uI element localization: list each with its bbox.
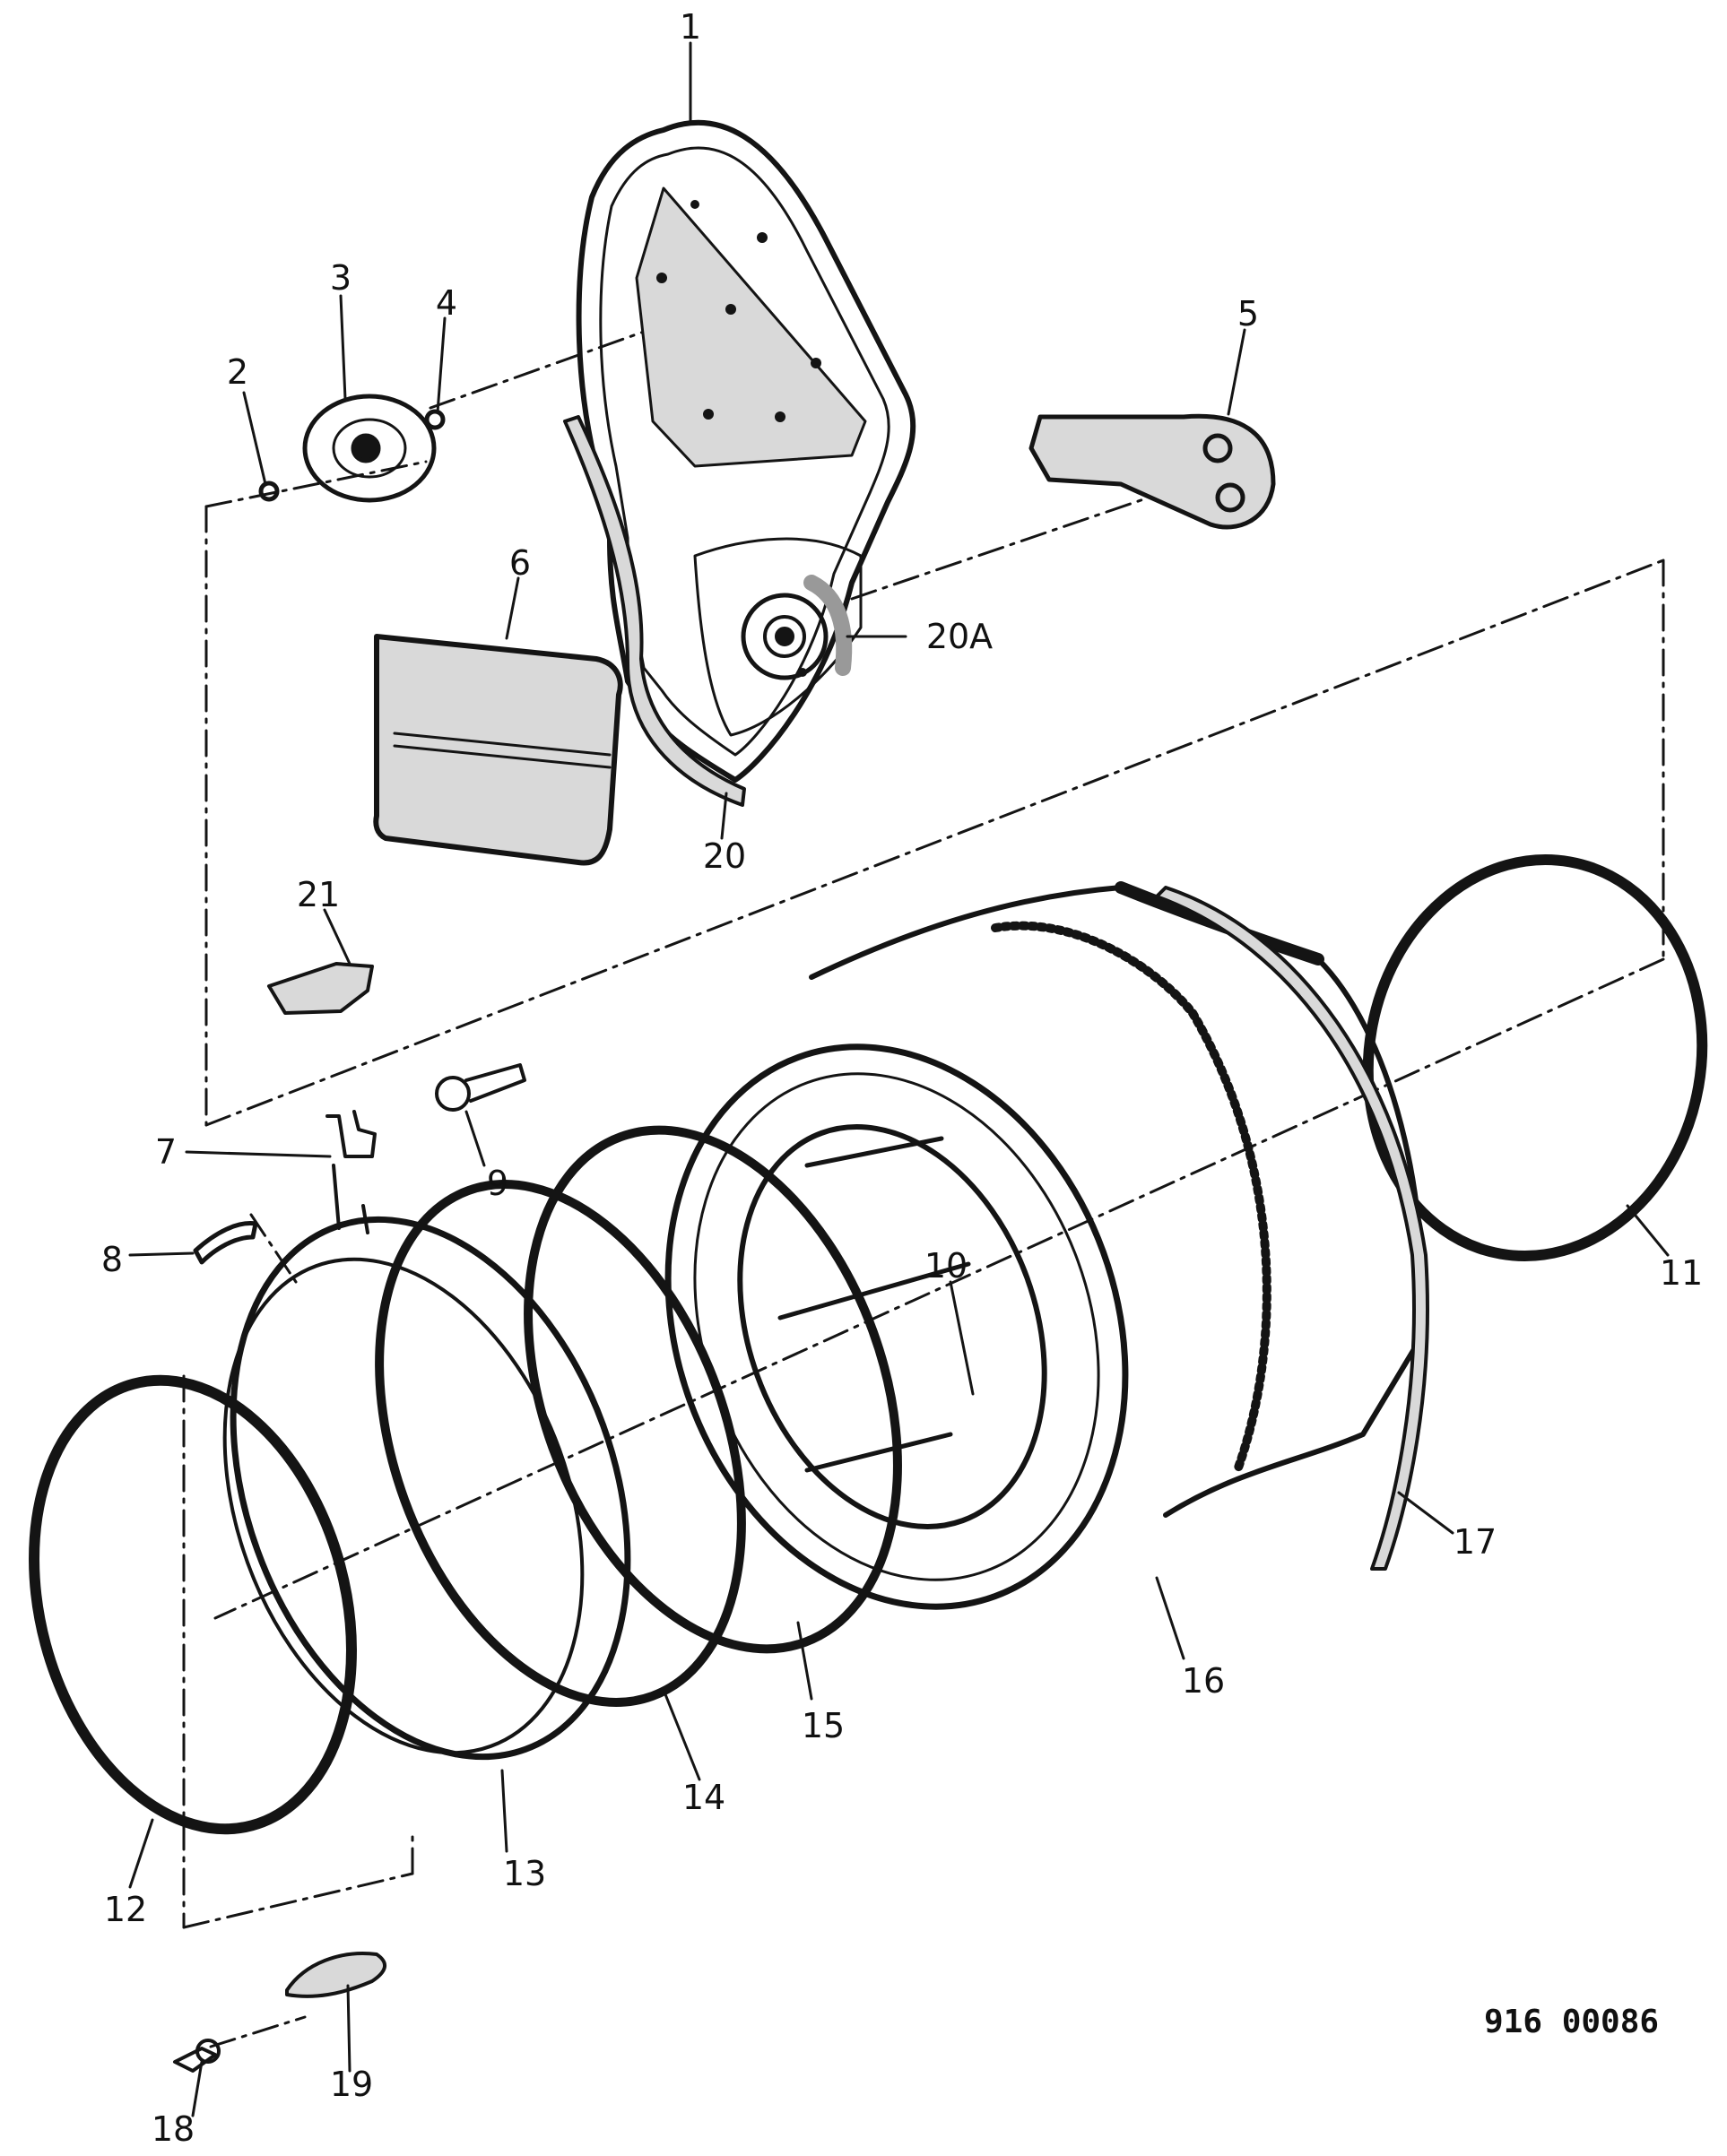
callout-13: 13 (502, 1854, 547, 1893)
part-12-door-seal (29, 1374, 357, 1835)
part-20-seal-strip (563, 415, 746, 807)
part-8-clip (193, 1221, 258, 1265)
part-2-washer (258, 481, 280, 502)
callout-2: 2 (226, 352, 249, 392)
part-21-bracket (267, 962, 374, 1015)
part-18-hinge-pin (173, 2039, 221, 2073)
callout-leader-lines (128, 41, 1670, 2117)
part-16-drum (664, 881, 1425, 1610)
callout-9: 9 (486, 1164, 509, 1203)
part-17-belt (1155, 886, 1429, 1571)
part-7-door-switch (325, 1110, 377, 1234)
part-6-lint-filter (373, 634, 623, 866)
part-1-rear-bulkhead (576, 119, 916, 783)
callout-5: 5 (1237, 294, 1260, 333)
part-15-front-seal (524, 1125, 902, 1654)
callout-19: 19 (329, 2065, 374, 2104)
callout-4: 4 (435, 283, 458, 323)
callout-3: 3 (329, 258, 352, 298)
part-11-rear-seal (1362, 854, 1708, 1261)
part-5-idler-bracket (1028, 413, 1276, 530)
callout-10: 10 (924, 1246, 968, 1286)
callout-14: 14 (681, 1778, 726, 1817)
callout-18: 18 (151, 2109, 195, 2149)
callout-8: 8 (100, 1240, 124, 1279)
part-19-cam (285, 1952, 386, 1998)
part-4-washer (424, 409, 446, 430)
assembly-axis-lines (182, 316, 1665, 2048)
callout-16: 16 (1181, 1661, 1226, 1701)
part-14-felt-ring (375, 1180, 746, 1707)
callout-12: 12 (103, 1890, 148, 1929)
callout-20A: 20A (925, 617, 994, 656)
callout-7: 7 (154, 1132, 178, 1172)
callout-21: 21 (296, 875, 341, 914)
part-13-front-bulkhead (222, 1216, 631, 1761)
callout-11: 11 (1659, 1253, 1704, 1293)
part-3-bearing-hub (302, 394, 437, 503)
drawing-number: 916 00086 (1484, 2004, 1660, 2040)
bulkhead-rivets (656, 200, 821, 677)
callout-15: 15 (801, 1706, 846, 1745)
callout-6: 6 (508, 543, 532, 583)
callout-1: 1 (679, 7, 702, 47)
callout-17: 17 (1453, 1522, 1497, 1562)
callout-20: 20 (702, 836, 747, 876)
part-9-sensor (435, 1063, 526, 1112)
